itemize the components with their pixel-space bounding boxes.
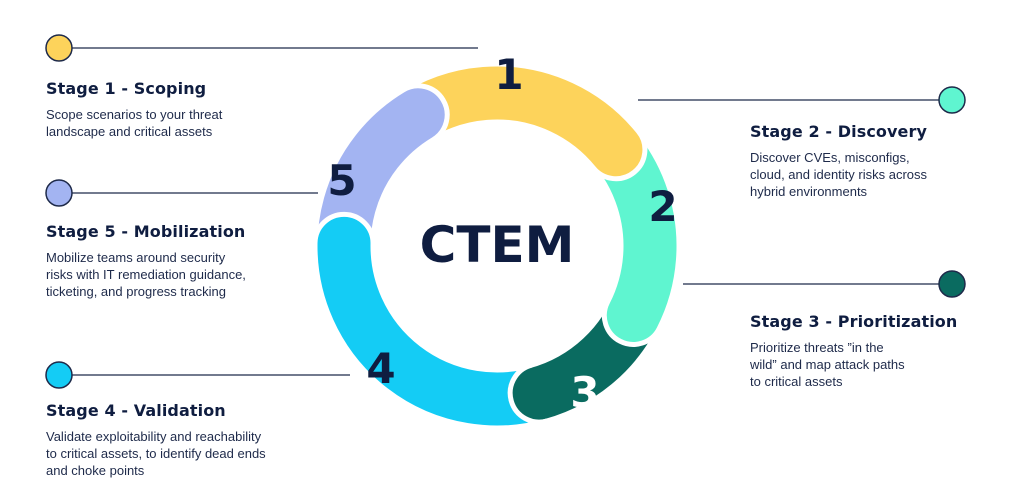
stage-2-block: Stage 2 - Discovery Discover CVEs, misco…	[750, 122, 927, 200]
stage-5-description: Mobilize teams around security risks wit…	[46, 250, 246, 299]
center-label: CTEM	[420, 216, 575, 274]
stage-3-number: 3	[570, 368, 599, 417]
stage-1-number: 1	[494, 50, 523, 99]
stage-3-title: Stage 3 - Prioritization	[750, 312, 958, 331]
stage-4-dot	[45, 361, 73, 389]
stage-4-block: Stage 4 - Validation Validate exploitabi…	[46, 401, 266, 479]
stage-2-number: 2	[648, 182, 677, 231]
ring-segment-4	[312, 211, 550, 431]
stage-4-title: Stage 4 - Validation	[46, 401, 226, 420]
stage-5-dot	[45, 179, 73, 207]
stage-1-title: Stage 1 - Scoping	[46, 79, 207, 98]
stage-1-block: Stage 1 - Scoping Scope scenarios to you…	[46, 79, 222, 140]
stage-2-title: Stage 2 - Discovery	[750, 122, 928, 141]
stage-5-block: Stage 5 - Mobilization Mobilize teams ar…	[46, 222, 246, 300]
stage-1-description: Scope scenarios to your threat landscape…	[46, 107, 223, 139]
stage-4-description: Validate exploitability and reachability…	[46, 429, 266, 478]
stage-4-number: 4	[366, 344, 395, 393]
stage-5-number: 5	[327, 156, 356, 205]
stage-3-dot	[938, 270, 966, 298]
stage-3-block: Stage 3 - Prioritization Prioritize thre…	[750, 312, 957, 390]
stage-2-description: Discover CVEs, misconfigs, cloud, and id…	[750, 150, 928, 199]
stage-1-dot	[45, 34, 73, 62]
stage-3-description: Prioritize threats ”in the wild” and map…	[750, 340, 905, 389]
stage-2-dot	[938, 86, 966, 114]
stage-5-title: Stage 5 - Mobilization	[46, 222, 246, 241]
